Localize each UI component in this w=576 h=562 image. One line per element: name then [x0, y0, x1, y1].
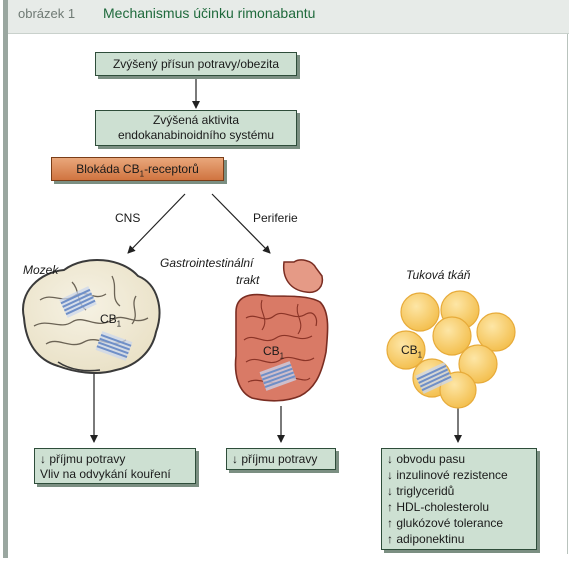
- figure-frame: [3, 0, 574, 558]
- box-increased-intake: Zvýšený přísun potravy/obezita: [95, 52, 297, 76]
- blockade-suffix: -receptorů: [144, 162, 199, 176]
- result-box-fat: ↓ obvodu pasu ↓ inzulinové rezistence ↓ …: [381, 448, 537, 550]
- arrow-periferie: [211, 193, 271, 254]
- blockade-text: Blokáda CB: [76, 162, 140, 176]
- result-brain-line: Vliv na odvykání kouření: [40, 467, 171, 481]
- brain-receptor-patch-1: [59, 286, 97, 318]
- gut-label-line2: trakt: [236, 273, 260, 287]
- branch-label-periferie: Periferie: [253, 211, 298, 225]
- gut-cb1-label: CB1: [263, 344, 285, 361]
- adipocyte: [400, 292, 440, 332]
- gut-label-line1: Gastrointestinální: [160, 256, 254, 270]
- figure-title: Mechanismus účinku rimonabantu: [103, 5, 316, 21]
- figure-number: obrázek 1: [18, 6, 76, 21]
- box2-line2: endokanabinoidního systému: [117, 128, 275, 142]
- box-cb1-blockade: Blokáda CB1-receptorů: [51, 157, 224, 181]
- brain-illustration: [22, 259, 161, 374]
- result-box-brain: ↓ příjmu potravy Vliv na odvykání kouřen…: [34, 448, 196, 484]
- box2-line1: Zvýšená aktivita: [152, 113, 240, 127]
- fat-label: Tuková tkáň: [406, 268, 471, 282]
- result-box-gut: ↓ příjmu potravy: [226, 448, 336, 470]
- result-fat-line: ↓ inzulinové rezistence: [387, 468, 508, 482]
- adipocyte: [432, 316, 472, 356]
- adipocyte: [476, 312, 516, 352]
- arrow-cns: [127, 193, 186, 254]
- blockade-sub: 1: [139, 169, 145, 179]
- gut-receptor-patch: [259, 361, 297, 391]
- brain-label: Mozek: [23, 263, 59, 277]
- result-fat-line: ↑ glukózové tolerance: [387, 516, 504, 530]
- box-increased-intake-text: Zvýšený přísun potravy/obezita: [112, 57, 280, 71]
- branch-label-cns: CNS: [115, 211, 141, 225]
- result-fat-line: ↑ adiponektinu: [387, 532, 465, 546]
- brain-receptor-patch-2: [95, 331, 133, 361]
- result-gut-line: ↓ příjmu potravy: [232, 452, 318, 466]
- result-fat-line: ↓ triglyceridů: [387, 484, 455, 498]
- result-brain-line: ↓ příjmu potravy: [40, 452, 126, 466]
- fat-cb1-label: CB1: [401, 343, 423, 360]
- result-fat-line: ↓ obvodu pasu: [387, 452, 466, 466]
- fat-receptor-patch: [415, 362, 453, 394]
- brain-cb1-label: CB1: [100, 312, 122, 329]
- gut-illustration: [234, 259, 329, 402]
- figure-right-rule: [567, 34, 568, 554]
- adipocyte: [386, 330, 426, 370]
- figure-header: obrázek 1 Mechanismus účinku rimonabantu: [8, 0, 569, 34]
- adipocyte: [458, 344, 498, 384]
- result-fat-line: ↑ HDL-cholesterolu: [387, 500, 490, 514]
- box-endocannabinoid-activity: Zvýšená aktivita endokanabinoidního syst…: [95, 110, 297, 146]
